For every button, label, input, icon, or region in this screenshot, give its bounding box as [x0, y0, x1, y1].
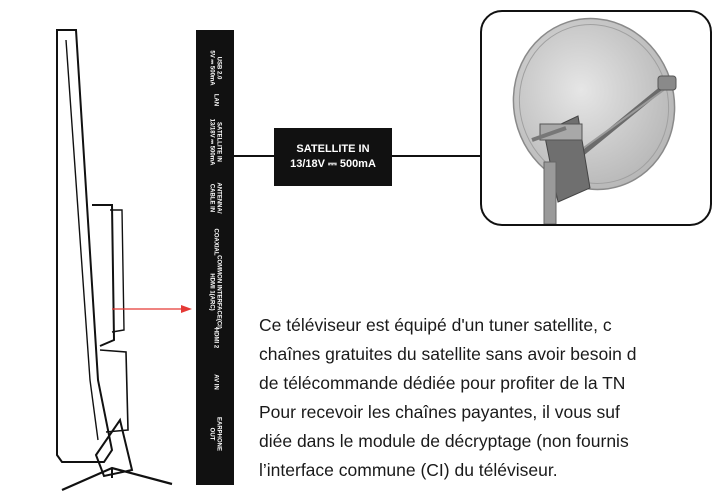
tv-panel	[56, 29, 114, 463]
connector-spec: 13/18V ⎓ 500mA	[290, 158, 376, 170]
port-label-satellite: SATELLITE IN 13/18V ⎓ 500mA	[209, 118, 222, 166]
description-line: diée dans le module de décryptage (non f…	[259, 431, 629, 451]
satellite-dish-icon	[512, 17, 677, 225]
description-line: Ce téléviseur est équipé d'un tuner sate…	[259, 315, 612, 335]
tv-stand-neck	[94, 417, 134, 478]
port-label-lan: LAN	[212, 93, 219, 107]
satellite-dish-frame	[480, 10, 712, 226]
description-line: Pour recevoir les chaînes payantes, il v…	[259, 402, 620, 422]
tv-stand-foot	[61, 466, 173, 492]
description-line: de télécommande dédiée pour profiter de …	[259, 373, 626, 393]
connector-line-right	[392, 155, 482, 157]
port-label-antenna: ANTENNA/ CABLE IN	[209, 182, 222, 214]
tv-back-cover	[92, 204, 116, 347]
port-label-coaxial: COAXIAL	[212, 228, 219, 256]
connector-title: SATELLITE IN	[296, 143, 370, 155]
port-label-usb: USB 2.0 5V ⎓ 500mA	[209, 50, 222, 86]
description-text: Ce téléviseur est équipé d'un tuner sate…	[259, 311, 717, 485]
description-line: chaînes gratuites du satellite sans avoi…	[259, 344, 637, 364]
port-label-earphone: EARPHONE OUT	[209, 416, 222, 452]
description-line: l’interface commune (CI) du téléviseur.	[259, 460, 558, 480]
port-label-common-interface: COMMON INTERFACE(CI) HDMI 1(ARC)	[209, 255, 222, 329]
direction-arrow	[112, 305, 192, 313]
satellite-connector-label: SATELLITE IN 13/18V ⎓ 500mA	[274, 128, 392, 186]
port-label-av: AV IN	[212, 374, 219, 390]
port-panel: USB 2.0 5V ⎓ 500mA LAN SATELLITE IN 13/1…	[196, 30, 234, 485]
port-label-hdmi2: HDMI 2	[212, 327, 219, 349]
connector-line-left	[234, 155, 274, 157]
